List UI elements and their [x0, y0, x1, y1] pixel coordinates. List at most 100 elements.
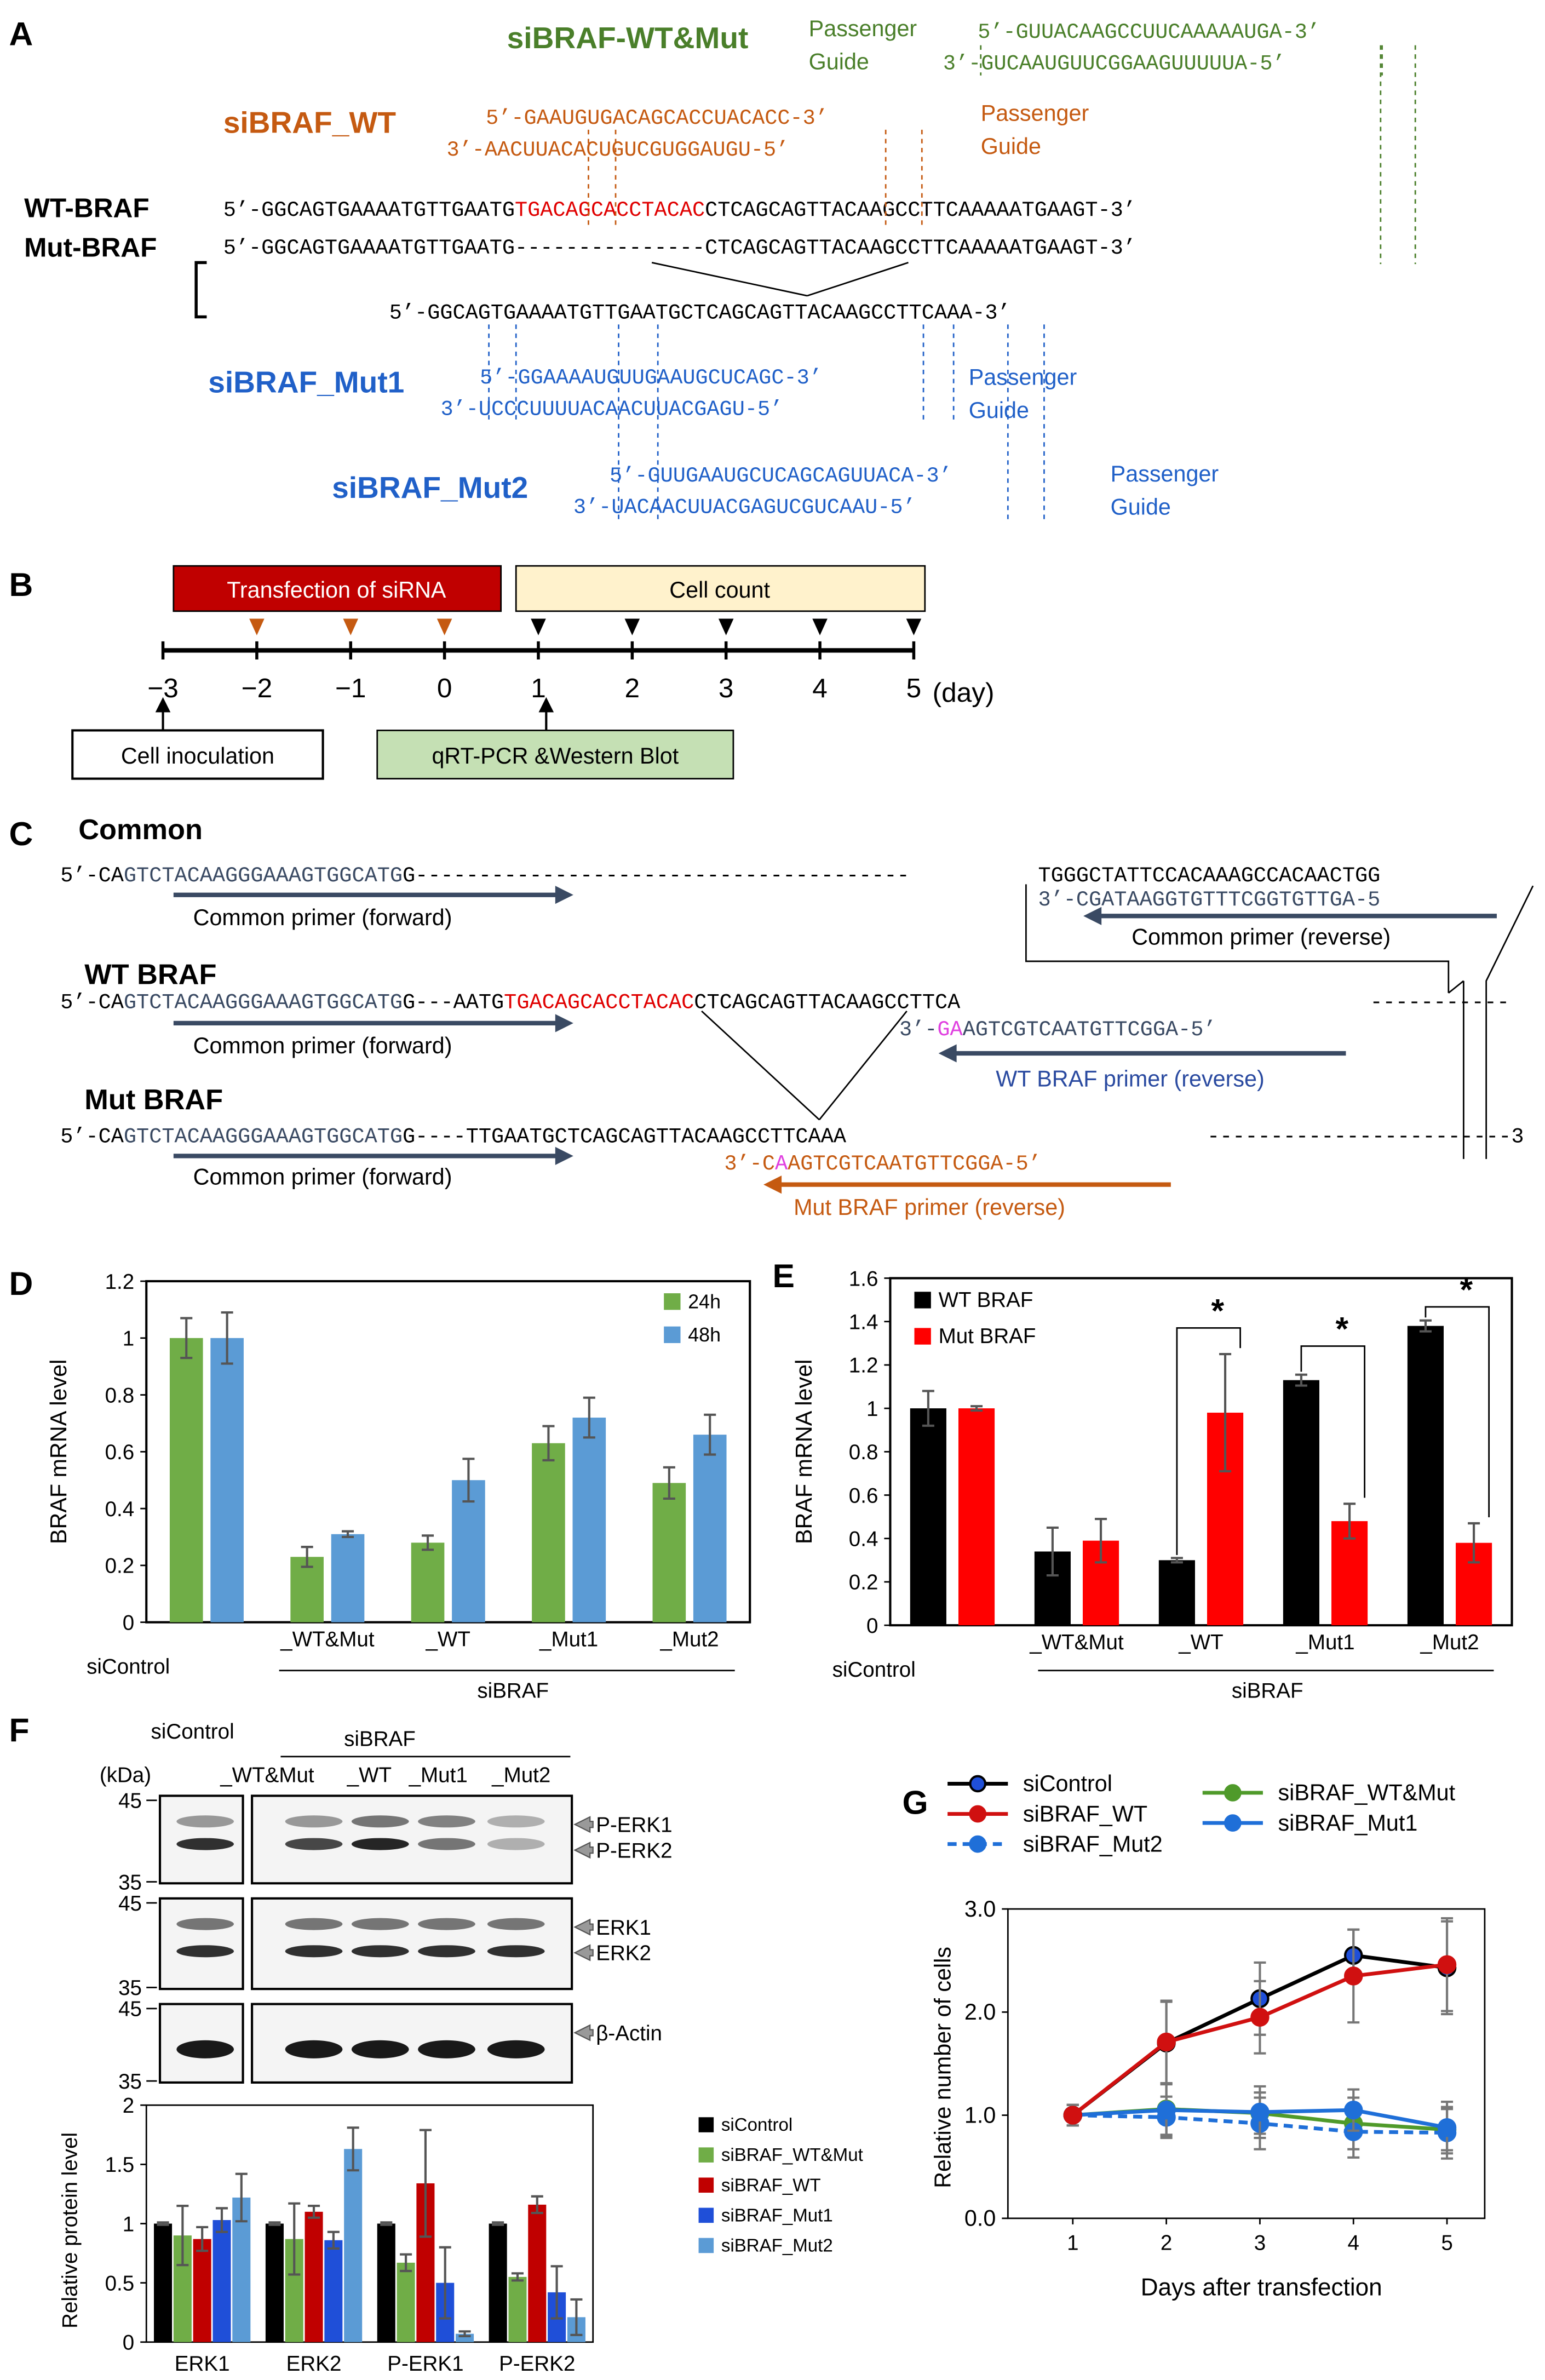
e-ylabel: BRAF mRNA level — [791, 1360, 817, 1544]
f-lane-1: _WT&Mut — [220, 1764, 314, 1787]
d-group-label: siBRAF — [477, 1679, 549, 1702]
significance-star: * — [1211, 1292, 1224, 1329]
simut2-passenger-label: Passenger — [1111, 461, 1219, 486]
wt-seq-mid: ---AATG — [415, 990, 504, 1014]
blot-band — [176, 2040, 234, 2058]
siwt-passenger-seq: 5’-GAAUGUGACAGCACCUACACC-3’ — [486, 106, 828, 130]
blot-band — [487, 2040, 545, 2058]
count-marker — [906, 618, 922, 635]
mut-braf-seq: 5’-GGCAGTGAAAATGTTGAATG---------------CT… — [223, 236, 1136, 260]
blot-arrow-erk1 — [573, 1918, 594, 1936]
x-tick-label: 2 — [1161, 2232, 1172, 2255]
d-bars: siControl_WT&Mut_WT_Mut1_Mut2 — [87, 1311, 727, 1678]
transfection-box — [173, 565, 502, 612]
inoculation-arrowhead — [155, 697, 171, 713]
blot-band — [351, 1838, 409, 1850]
legend-swatch — [698, 2177, 714, 2193]
simut2-passenger-seq: 5’-GUUGAAUGCUCAGCAGUUACA-3’ — [610, 464, 952, 488]
blot-band — [176, 1918, 234, 1930]
blot-band — [351, 1945, 409, 1958]
panel-e: E 00.20.40.60.811.21.41.6 siControl_WT&M… — [773, 1257, 1513, 1702]
simut2-guide-label: Guide — [1111, 494, 1171, 519]
common-fwd-arrowhead — [555, 886, 573, 904]
transfection-marker — [343, 618, 359, 635]
siwt-title: siBRAF_WT — [223, 105, 397, 139]
category-label: _Mut2 — [1420, 1631, 1479, 1654]
siwt-mut-guide-label: Guide — [809, 49, 869, 74]
blot-band — [487, 1918, 545, 1930]
mut-primer-a: 3’-C — [724, 1152, 775, 1176]
blot-band — [351, 1918, 409, 1930]
e-legend-mut-swatch — [914, 1328, 931, 1345]
simut1-guide-label: Guide — [969, 398, 1029, 423]
common-seq: 5’-CAGTCTACAAGGGAAAGTGGCATGG------------… — [60, 864, 910, 888]
bar — [572, 1418, 606, 1622]
bar — [528, 2204, 547, 2342]
blot-band — [351, 1815, 409, 1828]
g-legend: siControlsiBRAF_WTsiBRAF_Mut2siBRAF_WT&M… — [947, 1771, 1456, 1856]
cell-count-box — [515, 565, 926, 612]
category-label: ERK1 — [175, 2352, 230, 2372]
y-tick-label: 0.0 — [964, 2206, 996, 2231]
siwt-mut-passenger-label: Passenger — [809, 16, 917, 41]
blot-arrow-erk2 — [573, 1944, 594, 1962]
count-marker — [531, 618, 546, 635]
count-marker — [812, 618, 828, 635]
legend-label: siControl — [1023, 1771, 1112, 1796]
siwt-mut-title: siBRAF-WT&Mut — [507, 21, 749, 55]
blot-box — [251, 1897, 573, 1991]
mut-primer-label: Mut BRAF primer (reverse) — [794, 1195, 1065, 1220]
mut-seq-mid: ----TTGAATG — [415, 1125, 555, 1149]
y-tick-label: 2 — [123, 2094, 134, 2118]
d-yaxis: 00.20.40.60.811.2 — [105, 1270, 147, 1635]
simut1-guide-seq: 3’-UCCCUUUUACAACUUACGAGU-5’ — [440, 398, 783, 422]
significance-bracket — [1300, 1345, 1365, 1498]
legend-label: siBRAF_Mut1 — [721, 2205, 833, 2226]
bar — [397, 2262, 415, 2342]
e-bars: siControl_WT&Mut_WT_Mut1_Mut2*** — [832, 1271, 1492, 1682]
wt-tail-dash: ----------- — [1370, 990, 1510, 1014]
blot-band — [351, 2040, 409, 2058]
panel-label-f: F — [9, 1711, 30, 1748]
bar — [958, 1408, 995, 1626]
g-ylabel: Relative number of cells — [931, 1947, 956, 2188]
wt-seq-part1: 5’-GGCAGTGAAAATGTTGAATG — [223, 198, 515, 222]
simut2-title: siBRAF_Mut2 — [332, 471, 528, 504]
y-tick-label: 0.4 — [105, 1498, 135, 1521]
d-legend-48h: 48h — [688, 1324, 721, 1346]
x-tick-label: 1 — [1067, 2232, 1078, 2255]
timeline-tick-label: 0 — [437, 673, 452, 703]
e-legend-wt-swatch — [914, 1292, 931, 1309]
common-right-seq: TGGGCTATTCCACAAAGCCACAACTGG — [1038, 864, 1380, 888]
category-label: P-ERK2 — [499, 2352, 575, 2372]
f-sicontrol-label: siControl — [151, 1720, 234, 1744]
series-point — [1437, 1955, 1457, 1974]
timeline-tick-label: 3 — [719, 673, 734, 703]
legend-swatch — [698, 2207, 714, 2223]
category-label: _Mut2 — [659, 1628, 719, 1651]
y-tick-label: 0 — [866, 1614, 878, 1638]
bar — [1407, 1326, 1444, 1626]
siwt-guide-seq: 3’-AACUUACACUGUCGUGGAUGU-5’ — [446, 138, 789, 162]
common-title: Common — [78, 814, 203, 846]
category-label: _WT — [1178, 1631, 1223, 1654]
significance-star: * — [1336, 1310, 1349, 1347]
legend-label: siBRAF_Mut2 — [1023, 1831, 1163, 1856]
deletion-line-right — [807, 262, 909, 297]
category-label: _WT — [426, 1628, 470, 1651]
timeline-tick-label: 2 — [625, 673, 640, 703]
f-label-perk1: P-ERK1 — [596, 1814, 672, 1837]
common-seq-g: G — [403, 864, 415, 888]
wt-seq-primer: GTCTACAAGGGAAAGTGGCATG — [124, 990, 403, 1014]
y-tick-label: 0.2 — [105, 1555, 135, 1578]
significance-bracket — [1176, 1327, 1241, 1555]
siwt-guides — [588, 129, 923, 227]
bar — [1158, 1560, 1195, 1626]
wt-seq-end: CTCAGCAGTTACAAGCCTTCA — [694, 990, 961, 1014]
wt-seq-g: G — [403, 990, 415, 1014]
legend-swatch — [698, 2238, 714, 2253]
timeline-tick-label: −1 — [335, 673, 366, 703]
category-label: _WT&Mut — [280, 1628, 375, 1651]
